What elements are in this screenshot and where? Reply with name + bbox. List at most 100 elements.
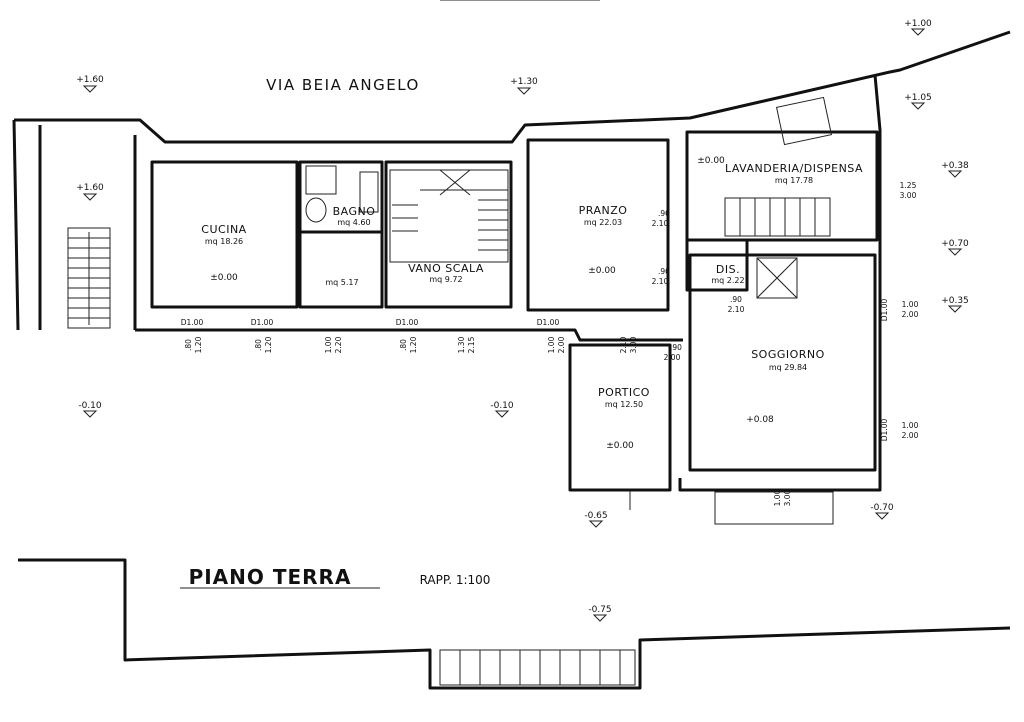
room-cucina-area: mq 18.26	[205, 237, 243, 246]
dim-width: .80	[399, 339, 408, 351]
room-lavanderia-name: LAVANDERIA/DISPENSA	[725, 162, 863, 175]
dim-width: 1.30	[457, 336, 466, 353]
dim-height: 2.00	[902, 310, 919, 319]
room-pranzo-level: ±0.00	[588, 266, 616, 276]
outer-stair-left	[67, 227, 111, 329]
dim-height: 2.20	[334, 336, 343, 353]
vano-scala-walls	[384, 160, 513, 309]
room-soggiorno-name: SOGGIORNO	[751, 348, 825, 361]
plan-title: PIANO TERRA	[189, 565, 352, 589]
cucina-walls	[150, 160, 299, 309]
street-name: VIA BEIA ANGELO	[266, 76, 420, 94]
window-label: D1.00	[396, 318, 419, 327]
dis-walls	[685, 238, 749, 292]
dim-height: 2.00	[902, 431, 919, 440]
room-disimpegno-area: mq 5.17	[325, 278, 358, 287]
room-lavanderia-area: mq 17.78	[775, 176, 813, 185]
level-marker: +0.70	[941, 239, 969, 249]
room-bagno-name: BAGNO	[333, 205, 376, 218]
dim-height: 2.00	[664, 353, 681, 362]
portico-walls	[568, 343, 672, 492]
room-dis-area: mq 2.22	[711, 276, 744, 285]
dim-height: 1.20	[409, 336, 418, 353]
dim-height: 1.20	[194, 336, 203, 353]
washbasin	[359, 171, 379, 213]
interior-stair	[389, 169, 509, 263]
outer-wall-south	[135, 328, 683, 342]
dim-width: 1.00	[324, 336, 333, 353]
left-wing-wall	[12, 119, 137, 331]
door-dimensions: .90 2.10 .90 2.10 .90 2.10 .90 2.00 1.25…	[652, 181, 919, 440]
disimpegno-walls	[298, 230, 384, 309]
level-marker: -0.75	[588, 605, 611, 615]
level-marker: +0.35	[941, 296, 969, 306]
room-lavanderia-level: ±0.00	[697, 156, 725, 166]
dim-width: .80	[254, 339, 263, 351]
lower-boundary	[18, 558, 1011, 690]
dim-width: .80	[184, 339, 193, 351]
room-pranzo-name: PRANZO	[579, 204, 628, 217]
window-label: D1.00	[181, 318, 204, 327]
window-label: D1.00	[537, 318, 560, 327]
window-label: D1.00	[880, 299, 889, 322]
dim-height: 1.20	[264, 336, 273, 353]
room-vano-scala-area: mq 9.72	[429, 275, 462, 284]
dim-width: 2.10	[619, 336, 628, 353]
level-marker: +1.60	[76, 183, 104, 193]
level-marker: +1.05	[904, 93, 932, 103]
room-dis-name: DIS.	[716, 263, 740, 276]
dim-height: 2.00	[557, 336, 566, 353]
room-cucina-name: CUCINA	[201, 223, 246, 236]
dim-width: 1.00	[902, 421, 919, 430]
level-marker: -0.65	[584, 511, 607, 521]
dim-width: .90	[658, 267, 670, 276]
opening-dimensions: .80 1.20 .80 1.20 1.00 2.20 .80 1.20 1.3…	[184, 299, 889, 507]
dim-height: 2.10	[652, 277, 669, 286]
dim-width: .90	[670, 343, 682, 352]
window-label: D1.00	[251, 318, 274, 327]
dim-width: 1.00	[547, 336, 556, 353]
room-vano-scala-name: VANO SCALA	[408, 262, 484, 275]
dim-width: 1.25	[900, 181, 917, 190]
outer-wall-right	[678, 74, 882, 492]
room-cucina-level: ±0.00	[210, 273, 238, 283]
plan-scale: RAPP. 1:100	[420, 573, 491, 587]
skylight	[775, 96, 833, 146]
dim-width: .90	[730, 295, 742, 304]
dim-height: 2.10	[652, 219, 669, 228]
lavanderia-walls	[685, 130, 879, 242]
dim-height: 3.00	[900, 191, 917, 200]
dim-width: 1.00	[773, 489, 782, 506]
window-labels: D1.00 D1.00 D1.00 D1.00	[181, 318, 560, 327]
dim-height: 2.10	[728, 305, 745, 314]
fireplace	[756, 257, 798, 299]
pranzo-walls	[526, 138, 670, 312]
dim-height: 3.00	[629, 336, 638, 353]
outer-wall-street	[14, 30, 1011, 144]
level-marker: -0.10	[78, 401, 102, 411]
soggiorno-walls	[688, 253, 877, 472]
dim-width: .90	[658, 209, 670, 218]
dim-height: 3.00	[783, 489, 792, 506]
level-marker: +1.00	[904, 19, 932, 29]
room-portico-name: PORTICO	[598, 386, 650, 399]
level-marker: -0.70	[870, 503, 894, 513]
level-marker: -0.10	[490, 401, 514, 411]
room-pranzo-area: mq 22.03	[584, 218, 622, 227]
level-marker: +1.60	[76, 75, 104, 85]
level-marker: +1.30	[510, 77, 538, 87]
soggiorno-step	[714, 491, 834, 525]
level-marker: +0.38	[941, 161, 969, 171]
room-portico-level: ±0.00	[606, 441, 634, 451]
room-portico-area: mq 12.50	[605, 400, 643, 409]
level-markers: +1.60 +1.30 +1.00 +1.60 +1.05 +0.38 +0.7…	[76, 19, 969, 622]
lavanderia-stair	[724, 197, 831, 237]
dim-height: 2.15	[467, 336, 476, 353]
toilet	[305, 197, 327, 223]
lower-ramp	[439, 649, 636, 686]
room-soggiorno-area: mq 29.84	[769, 363, 807, 372]
room-soggiorno-level: +0.08	[746, 415, 774, 425]
window-label: D1.00	[880, 419, 889, 442]
shower	[305, 165, 337, 195]
room-bagno-area: mq 4.60	[337, 218, 370, 227]
